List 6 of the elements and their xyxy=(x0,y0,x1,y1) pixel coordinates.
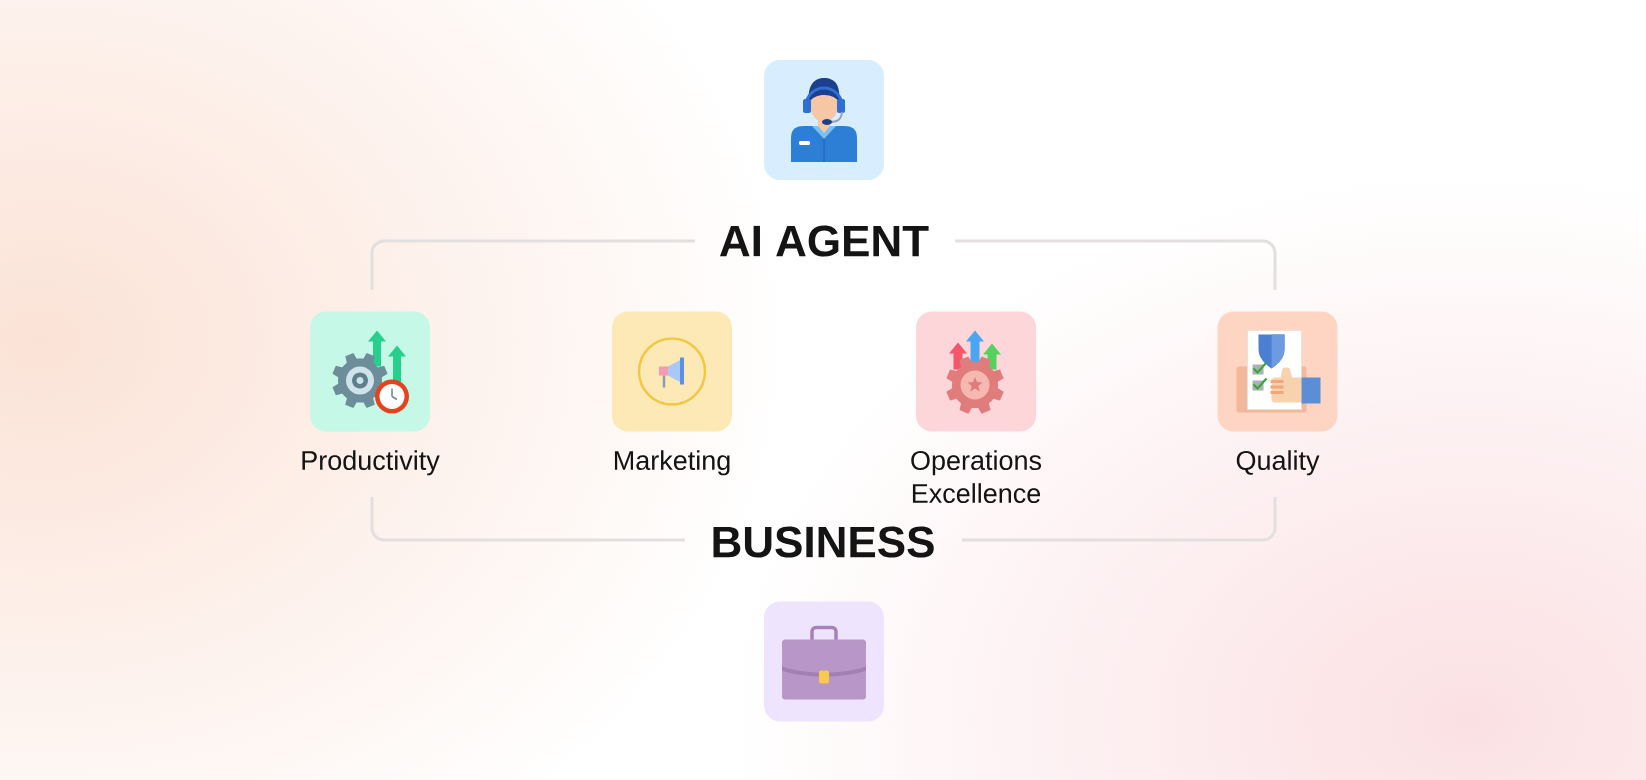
heading: AI AGENT xyxy=(720,225,929,257)
tile-label: Productivity xyxy=(302,450,440,476)
tile-label: Marketing xyxy=(614,450,730,476)
tile-label: Quality xyxy=(1236,450,1320,476)
heading: BUSINESS xyxy=(713,526,934,558)
tile-label: Operations Excellence xyxy=(911,450,1042,504)
